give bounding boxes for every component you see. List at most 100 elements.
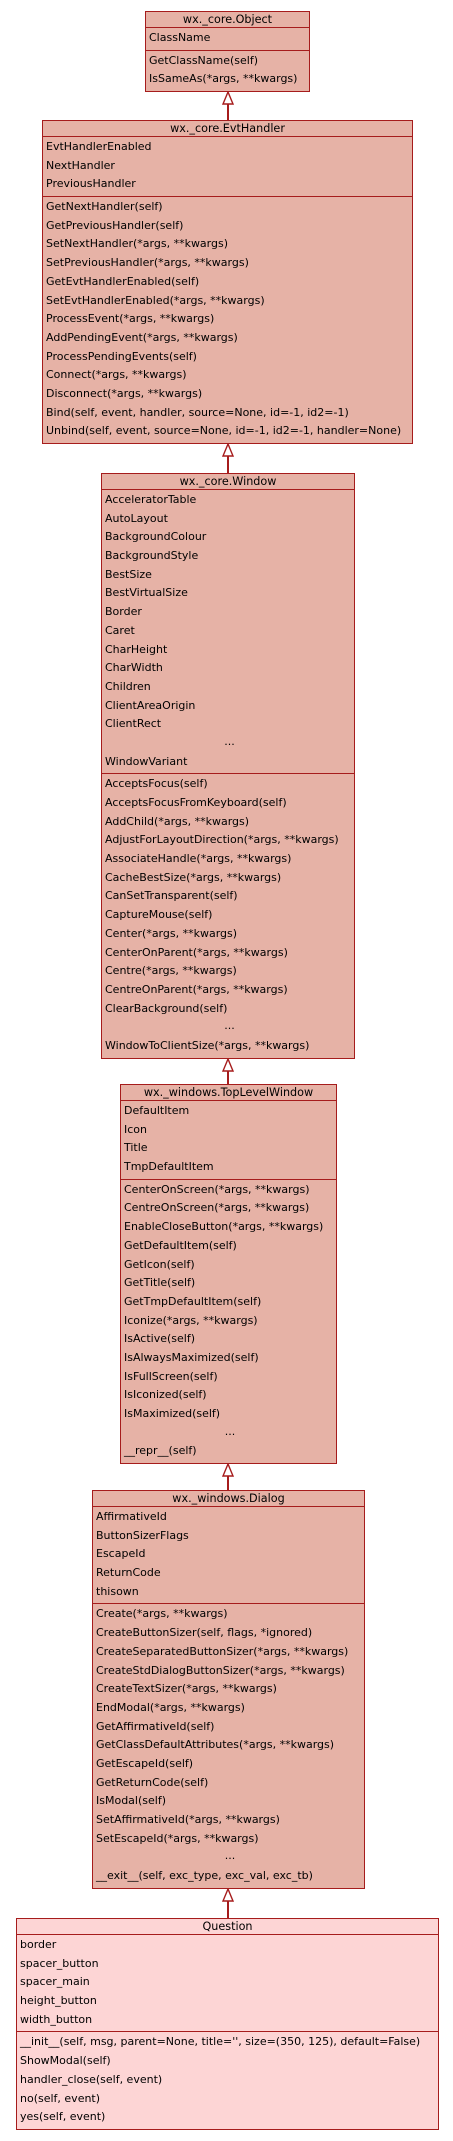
attribute: border	[20, 1938, 57, 1951]
method-list: GetNextHandler(self) GetPreviousHandler(s…	[43, 196, 412, 443]
inheritance-arrowhead	[221, 1057, 235, 1072]
attribute: Border	[105, 605, 142, 619]
method: SetAffirmativeId(*args, **kwargs)	[96, 1813, 280, 1826]
method: IsSameAs(*args, **kwargs)	[149, 72, 298, 86]
attribute: ReturnCode	[96, 1566, 161, 1580]
method: AddChild(*args, **kwargs)	[105, 814, 250, 828]
method: yes(self, event)	[20, 2110, 106, 2124]
method: CaptureMouse(self)	[105, 908, 213, 922]
attribute: Caret	[105, 623, 135, 637]
class-name: wx._windows.TopLevelWindow	[121, 1085, 336, 1101]
method: Bind(self, event, handler, source=None, …	[46, 405, 349, 419]
method: GetPreviousHandler(self)	[46, 218, 184, 232]
method: AcceptsFocusFromKeyboard(self)	[105, 796, 287, 809]
method: AddPendingEvent(*args, **kwargs)	[46, 330, 238, 344]
attribute: BestVirtualSize	[105, 586, 188, 600]
method: WindowToClientSize(*args, **kwargs)	[105, 1038, 310, 1052]
attribute: WindowVariant	[105, 754, 188, 768]
method: __init__(self, msg, parent=None, title='…	[20, 2035, 421, 2049]
method-list: GetClassName(self) IsSameAs(*args, **kwar…	[146, 49, 309, 91]
attribute: BackgroundColour	[105, 530, 207, 544]
method: Unbind(self, event, source=None, id=-1, …	[46, 424, 402, 438]
attribute: ...	[224, 734, 235, 748]
attribute: Title	[124, 1141, 148, 1155]
method: ...	[224, 1019, 235, 1033]
method: SetPreviousHandler(*args, **kwargs)	[46, 256, 249, 270]
method: __repr__(self)	[124, 1444, 197, 1458]
method: CacheBestSize(*args, **kwargs)	[105, 870, 282, 884]
attribute: ClassName	[149, 31, 211, 44]
method: CreateStdDialogButtonSizer(*args, **kwar…	[96, 1663, 345, 1677]
method: EnableCloseButton(*args, **kwargs)	[124, 1220, 324, 1234]
method: CreateButtonSizer(self, flags, *ignored)	[96, 1626, 313, 1640]
attribute-list: ClassName	[146, 28, 309, 50]
attribute: ClientAreaOrigin	[105, 698, 196, 712]
method: Centre(*args, **kwargs)	[105, 964, 237, 978]
attribute: DefaultItem	[124, 1104, 190, 1117]
method: SetNextHandler(*args, **kwargs)	[46, 237, 229, 251]
method: CenterOnScreen(*args, **kwargs)	[124, 1182, 310, 1196]
attribute: EvtHandlerEnabled	[46, 140, 152, 153]
method: CreateSeparatedButtonSizer(*args, **kwar…	[96, 1644, 349, 1658]
method: GetClassDefaultAttributes(*args, **kwarg…	[96, 1738, 335, 1752]
method: GetEvtHandlerEnabled(self)	[46, 274, 200, 288]
method: GetEscapeId(self)	[96, 1756, 194, 1770]
inheritance-arrowhead	[221, 1887, 235, 1902]
attribute: EscapeId	[96, 1547, 146, 1561]
method: handler_close(self, event)	[20, 2072, 163, 2086]
class-name: wx._core.EvtHandler	[43, 121, 412, 137]
inheritance-arrowhead	[221, 1462, 235, 1477]
method: ShowModal(self)	[20, 2054, 111, 2068]
method: IsModal(self)	[96, 1794, 166, 1808]
inheritance-arrowhead	[221, 442, 235, 457]
method: AssociateHandle(*args, **kwargs)	[105, 852, 292, 866]
method: ...	[224, 1849, 236, 1863]
attribute: CharWidth	[105, 661, 163, 675]
class-name: wx._core.Window	[102, 474, 354, 490]
attribute: ButtonSizerFlags	[96, 1528, 189, 1542]
method: IsAlwaysMaximized(self)	[124, 1350, 259, 1364]
method: IsMaximized(self)	[124, 1407, 221, 1420]
method: CreateTextSizer(*args, **kwargs)	[96, 1682, 277, 1696]
attribute: Children	[105, 679, 151, 693]
attribute: ClientRect	[105, 717, 162, 731]
attribute: AutoLayout	[105, 511, 168, 525]
method: ProcessEvent(*args, **kwargs)	[46, 312, 215, 326]
attribute: Icon	[124, 1122, 147, 1136]
attribute: BestSize	[105, 567, 152, 581]
method: EndModal(*args, **kwargs)	[96, 1700, 245, 1714]
method: ...	[224, 1424, 236, 1438]
method: GetNextHandler(self)	[46, 200, 163, 214]
method: AdjustForLayoutDirection(*args, **kwargs…	[105, 833, 339, 847]
method: GetReturnCode(self)	[96, 1775, 209, 1789]
attribute: thisown	[96, 1584, 139, 1598]
method-list: CenterOnScreen(*args, **kwargs)CentreOnS…	[121, 1178, 336, 1463]
attribute: PreviousHandler	[46, 177, 136, 191]
method-list: __init__(self, msg, parent=None, title='…	[17, 2031, 438, 2128]
method: GetIcon(self)	[124, 1257, 195, 1271]
class-name: wx._windows.Dialog	[93, 1491, 364, 1507]
method: GetDefaultItem(self)	[124, 1238, 237, 1252]
attribute: TmpDefaultItem	[124, 1160, 214, 1174]
method: Create(*args, **kwargs)	[96, 1607, 228, 1621]
method: CanSetTransparent(self)	[105, 889, 238, 903]
method: CentreOnParent(*args, **kwargs)	[105, 982, 288, 996]
method: Connect(*args, **kwargs)	[46, 368, 187, 382]
attribute: NextHandler	[46, 158, 115, 172]
method: __exit__(self, exc_type, exc_val, exc_tb…	[96, 1869, 313, 1883]
attribute: spacer_button	[20, 1956, 99, 1970]
attribute: height_button	[20, 1994, 97, 2008]
method: SetEvtHandlerEnabled(*args, **kwargs)	[46, 293, 265, 307]
method: GetClassName(self)	[149, 53, 259, 67]
class-name: Question	[17, 1919, 438, 1935]
